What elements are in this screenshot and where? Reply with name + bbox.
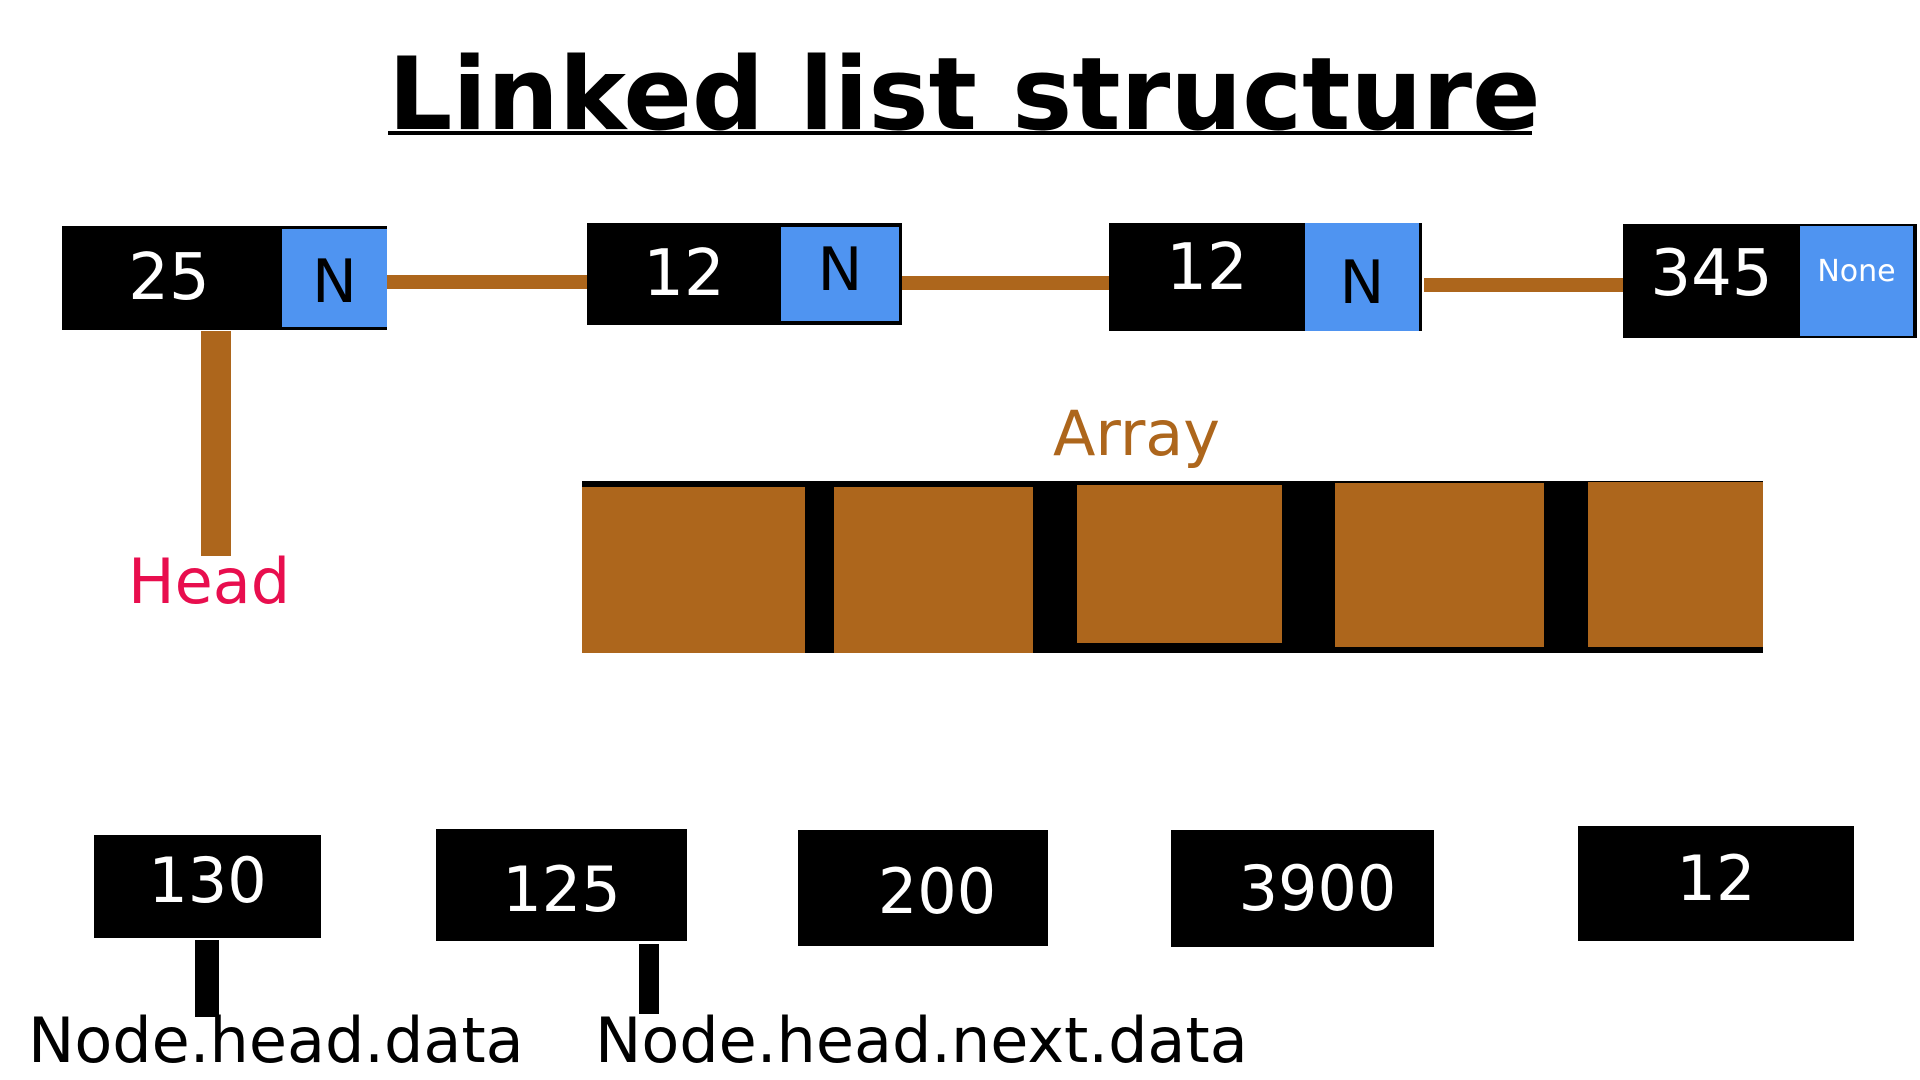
title-underline [388, 131, 1532, 135]
node-value: 345 [1650, 237, 1773, 311]
head-label: Head [128, 545, 291, 618]
linked-list-node-3: 12 N [1109, 223, 1422, 331]
array-cell [834, 487, 1033, 653]
data-box-5: 12 [1578, 826, 1854, 941]
node-next-pointer: N [282, 229, 387, 327]
array-frame [582, 481, 1763, 653]
array-label: Array [1053, 397, 1220, 470]
pointer-head-data [195, 940, 219, 1017]
node-value: 12 [643, 237, 725, 311]
array-cell [582, 487, 805, 653]
caption-head-next-data: Node.head.next.data [595, 1004, 1248, 1077]
data-box-1: 130 [94, 835, 321, 938]
linked-list-node-2: 12 N [587, 223, 902, 325]
array-cell [1077, 485, 1282, 643]
node-next-pointer: N [1305, 223, 1419, 331]
node-next-pointer: N [781, 227, 899, 321]
node-next-pointer: None [1800, 226, 1913, 336]
caption-head-data: Node.head.data [28, 1004, 524, 1077]
head-pointer-line [201, 331, 231, 556]
array-cell [1588, 482, 1763, 647]
link-node2-node3 [901, 276, 1109, 290]
page-title: Linked list structure [388, 35, 1541, 153]
linked-list-node-4: 345 None [1623, 224, 1917, 338]
link-node3-node4 [1424, 278, 1624, 292]
linked-list-node-1: 25 N [62, 226, 387, 330]
pointer-head-next-data [639, 944, 659, 1014]
link-node1-node2 [386, 275, 588, 289]
data-box-4: 3900 [1171, 830, 1434, 947]
node-value: 25 [128, 241, 210, 315]
node-value: 12 [1166, 231, 1248, 305]
data-box-3: 200 [798, 830, 1048, 946]
array-cell [1335, 483, 1544, 647]
data-box-2: 125 [436, 829, 687, 941]
